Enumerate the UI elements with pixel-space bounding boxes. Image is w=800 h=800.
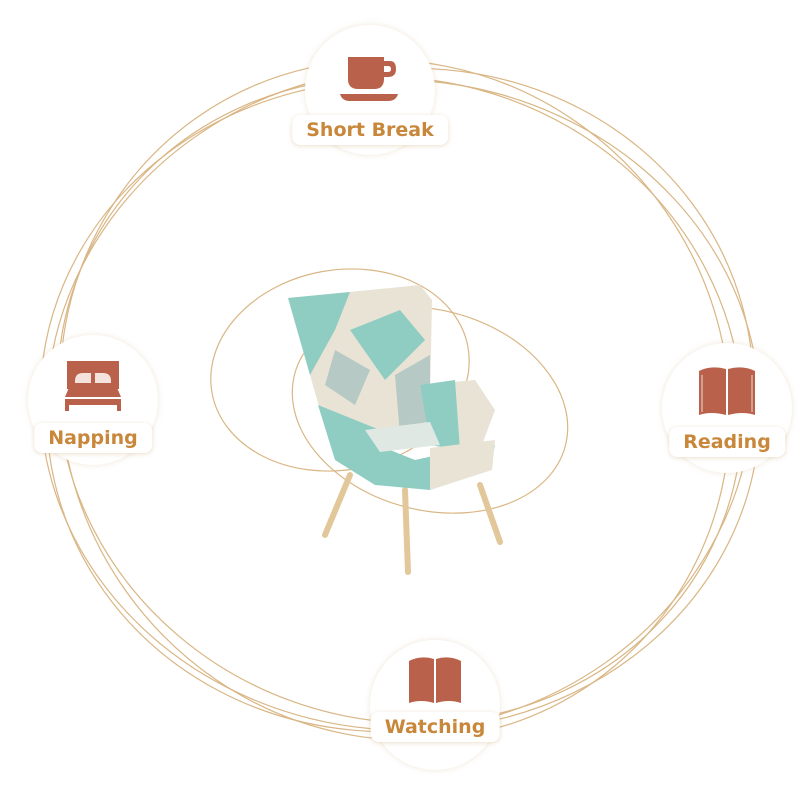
badge-label-reading: Reading: [669, 427, 785, 457]
badge-label-napping: Napping: [34, 423, 152, 453]
chair-image: [288, 285, 503, 575]
open-book-icon: [699, 367, 755, 415]
badge-label-short-break: Short Break: [292, 115, 448, 145]
badge-label-watching: Watching: [370, 712, 500, 742]
badge-watching: Watching: [370, 640, 500, 770]
coffee-cup-icon: [340, 57, 398, 101]
book-icon: [409, 657, 461, 703]
badge-short-break: Short Break: [292, 25, 448, 155]
bed-icon: [65, 361, 121, 411]
badge-napping: Napping: [28, 335, 158, 465]
badge-reading: Reading: [662, 343, 792, 473]
